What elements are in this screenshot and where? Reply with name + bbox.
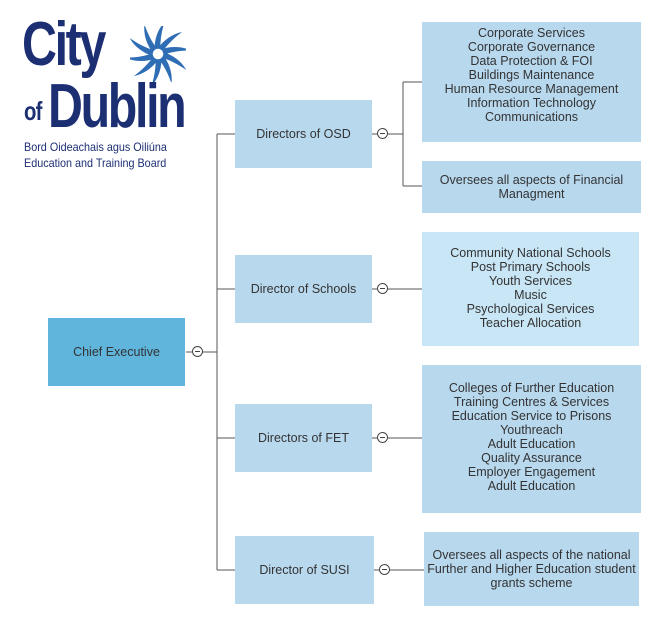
- collapse-toggle-schools[interactable]: [377, 283, 388, 294]
- director-node-schools[interactable]: Director of Schools: [235, 255, 372, 323]
- detail-line: Oversees all aspects of Financial: [439, 173, 624, 187]
- detail-box-osd-finance: Oversees all aspects of Financial Managm…: [422, 161, 641, 213]
- collapse-toggle-susi[interactable]: [379, 564, 390, 575]
- logo-city-text: City: [22, 10, 106, 79]
- detail-line: Buildings Maintenance: [468, 68, 595, 82]
- logo-dublin-text: Dublin: [48, 72, 187, 141]
- director-label-susi: Director of SUSI: [259, 563, 350, 577]
- city-of-dublin-logo: City of Dublin Bord Oideachais agus Oili…: [22, 14, 197, 182]
- detail-line: Information Technology: [466, 96, 597, 110]
- detail-line: Human Resource Management: [444, 82, 619, 96]
- chief-executive-node[interactable]: Chief Executive: [48, 318, 185, 386]
- swirl-icon: [130, 26, 186, 82]
- detail-line: Communications: [484, 110, 579, 124]
- logo-of-text: of: [24, 96, 42, 126]
- detail-line: Corporate Governance: [467, 40, 596, 54]
- director-label-schools: Director of Schools: [250, 282, 357, 296]
- collapse-toggle-chief-executive[interactable]: [192, 346, 203, 357]
- detail-line: Teacher Allocation: [479, 316, 582, 330]
- detail-line: Employer Engagement: [467, 465, 596, 479]
- logo-english-name: Education and Training Board: [24, 156, 167, 170]
- detail-line: Managment: [498, 187, 565, 201]
- detail-line: Adult Education: [487, 479, 576, 493]
- detail-box-susi: Oversees all aspects of the national Fur…: [424, 532, 639, 606]
- detail-line: grants scheme: [490, 576, 573, 590]
- detail-line: Quality Assurance: [481, 451, 582, 465]
- director-node-fet[interactable]: Directors of FET: [235, 404, 372, 472]
- detail-line: Corporate Services: [478, 26, 585, 40]
- detail-line: Training Centres & Services: [453, 395, 610, 409]
- detail-line: Colleges of Further Education: [448, 381, 615, 395]
- logo-irish-name: Bord Oideachais agus Oiliúna: [24, 140, 167, 154]
- detail-box-schools: Community National Schools Post Primary …: [422, 232, 639, 346]
- detail-line: Psychological Services: [466, 302, 595, 316]
- detail-line: Music: [514, 288, 547, 302]
- collapse-toggle-fet[interactable]: [377, 432, 388, 443]
- director-label-fet: Directors of FET: [258, 431, 349, 445]
- chief-executive-label: Chief Executive: [73, 345, 160, 359]
- detail-box-osd-services: Corporate Services Corporate Governance …: [422, 22, 641, 142]
- director-label-osd: Directors of OSD: [256, 127, 351, 141]
- detail-line: Education Service to Prisons: [451, 409, 612, 423]
- detail-line: Data Protection & FOI: [470, 54, 593, 68]
- detail-box-fet: Colleges of Further Education Training C…: [422, 365, 641, 513]
- detail-line: Adult Education: [487, 437, 576, 451]
- director-node-osd[interactable]: Directors of OSD: [235, 100, 372, 168]
- collapse-toggle-osd[interactable]: [377, 128, 388, 139]
- detail-line: Further and Higher Education student: [427, 562, 636, 576]
- detail-line: Youth Services: [489, 274, 572, 288]
- detail-line: Community National Schools: [450, 246, 611, 260]
- director-node-susi[interactable]: Director of SUSI: [235, 536, 374, 604]
- detail-line: Oversees all aspects of the national: [432, 548, 631, 562]
- detail-line: Youthreach: [500, 423, 563, 437]
- detail-line: Post Primary Schools: [470, 260, 591, 274]
